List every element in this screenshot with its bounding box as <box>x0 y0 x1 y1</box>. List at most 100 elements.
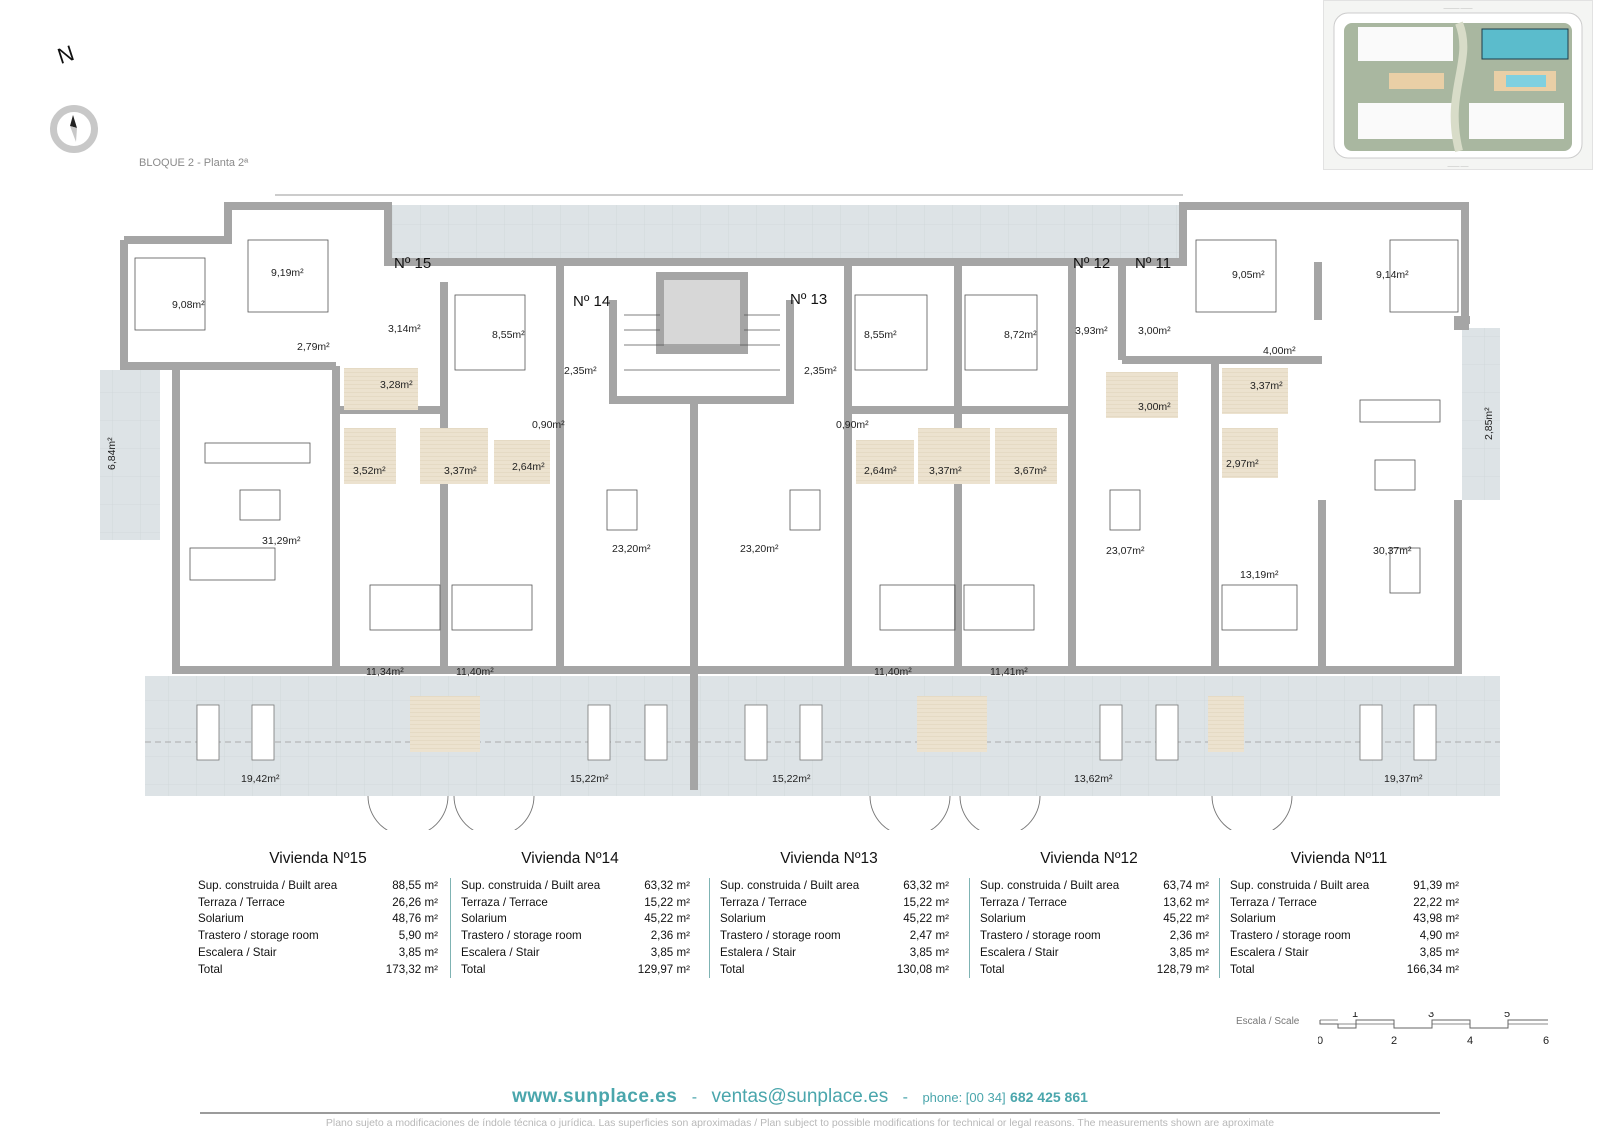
room-area: 9,19m² <box>271 267 304 279</box>
room-area: 9,08m² <box>172 299 205 311</box>
room-area: 2,35m² <box>564 365 597 377</box>
unit-tag-11: Nº 11 <box>1135 255 1171 272</box>
room-area: 3,00m² <box>1138 401 1171 413</box>
unit-summary-11: Vivienda Nº11 Sup. construida / Built ar… <box>1219 850 1459 979</box>
room-area: 0,90m² <box>532 419 565 431</box>
room-area: 2,64m² <box>864 465 897 477</box>
unit-tag-13: Nº 13 <box>790 291 827 308</box>
room-area: 15,22m² <box>772 773 811 785</box>
scale-tick: 6 <box>1543 1035 1549 1047</box>
separator: - <box>902 1089 908 1106</box>
room-area: 11,40m² <box>456 666 494 678</box>
room-area: 3,37m² <box>929 465 962 477</box>
unit-summary-13: Vivienda Nº13 Sup. construida / Built ar… <box>709 850 949 979</box>
unit-title: Vivienda Nº15 <box>269 850 367 867</box>
unit-tag-12: Nº 12 <box>1073 255 1110 272</box>
room-area: 8,72m² <box>1004 329 1037 341</box>
svg-text:———— ———: ———— ——— <box>1443 5 1472 10</box>
website-link[interactable]: www.sunplace.es <box>512 1086 678 1107</box>
unit-title: Vivienda Nº12 <box>1040 850 1138 867</box>
floor-plan: Nº 15 Nº 14 Nº 13 Nº 12 Nº 11 9,19m² 9,0… <box>100 194 1500 830</box>
separator: - <box>691 1089 698 1106</box>
room-area: 31,29m² <box>262 535 301 547</box>
unit-summary-15: Vivienda Nº15 Sup. construida / Built ar… <box>198 850 438 978</box>
email-link[interactable]: ventas@sunplace.es <box>711 1086 889 1107</box>
unit-summary-14: Vivienda Nº14 Sup. construida / Built ar… <box>450 850 690 979</box>
room-area: 15,22m² <box>570 773 609 785</box>
scale-tick: 3 <box>1428 1012 1434 1020</box>
room-area: 0,90m² <box>836 419 869 431</box>
room-area: 30,37m² <box>1373 545 1412 557</box>
room-area: 3,67m² <box>1014 465 1047 477</box>
block-floor-title: BLOQUE 2 - Planta 2ª <box>139 157 249 169</box>
unit-tag-14: Nº 14 <box>573 293 610 310</box>
room-area: 2,85m² <box>1483 407 1495 440</box>
site-plan-thumbnail: ———— ——— ——— —— <box>1323 0 1593 170</box>
room-area: 11,34m² <box>366 666 404 678</box>
room-area: 3,37m² <box>1250 380 1283 392</box>
room-area: 23,20m² <box>740 543 779 555</box>
scale-bar: 1 3 5 0 2 4 6 <box>1318 1012 1549 1047</box>
room-area: 2,97m² <box>1226 458 1259 470</box>
room-area: 23,07m² <box>1106 545 1145 557</box>
room-area: 3,37m² <box>444 465 477 477</box>
room-area: 9,05m² <box>1232 269 1265 281</box>
unit-title: Vivienda Nº13 <box>780 850 878 867</box>
svg-text:——— ——: ——— —— <box>1447 163 1468 168</box>
phone-label: phone: [00 34] <box>922 1090 1006 1105</box>
room-area: 6,84m² <box>106 437 118 470</box>
scale-tick: 0 <box>1318 1035 1323 1047</box>
scale-tick: 4 <box>1467 1035 1473 1047</box>
room-area: 13,62m² <box>1074 773 1113 785</box>
room-area: 4,00m² <box>1263 345 1296 357</box>
disclaimer-text: Plano sujeto a modificaciones de índole … <box>325 1117 1275 1129</box>
scale-label: Escala / Scale <box>1236 1016 1300 1027</box>
room-area: 2,35m² <box>804 365 837 377</box>
room-area: 13,19m² <box>1240 569 1279 581</box>
phone-number[interactable]: 682 425 861 <box>1010 1089 1088 1105</box>
contact-bar: www.sunplace.es - ventas@sunplace.es - p… <box>0 1086 1600 1108</box>
compass-icon <box>50 105 98 153</box>
room-area: 19,42m² <box>241 773 280 785</box>
north-compass: N <box>22 40 122 153</box>
unit-title: Vivienda Nº11 <box>1290 850 1388 867</box>
room-area: 11,41m² <box>990 666 1028 678</box>
unit-summary-12: Vivienda Nº12 Sup. construida / Built ar… <box>969 850 1209 979</box>
room-area: 23,20m² <box>612 543 651 555</box>
room-area: 2,64m² <box>512 461 545 473</box>
scale-tick: 1 <box>1352 1012 1358 1020</box>
footer-divider <box>200 1112 1440 1114</box>
room-area: 3,14m² <box>388 323 421 335</box>
room-area: 19,37m² <box>1384 773 1423 785</box>
unit-tag-15: Nº 15 <box>394 255 431 272</box>
room-area: 2,79m² <box>297 341 330 353</box>
unit-title: Vivienda Nº14 <box>521 850 619 867</box>
room-area: 11,40m² <box>874 666 912 678</box>
room-area: 3,28m² <box>380 379 413 391</box>
